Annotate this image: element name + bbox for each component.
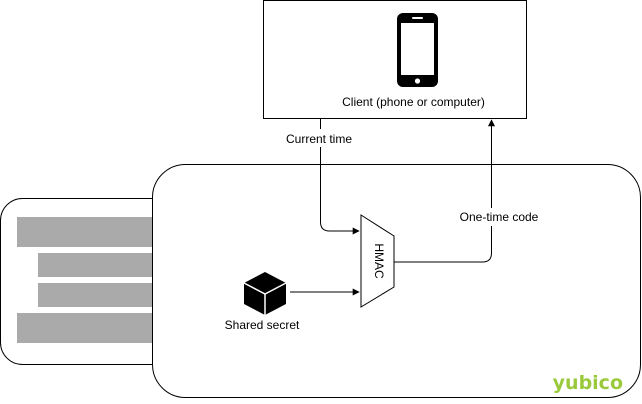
current-time-label-bg [284, 129, 356, 147]
hmac-block: HMAC [360, 214, 395, 308]
client-label: Client (phone or computer) [342, 95, 485, 109]
shared-secret-label: Shared secret [225, 318, 300, 332]
connector-pad [38, 253, 153, 277]
usb-connector [0, 198, 201, 365]
one-time-code-label-bg [457, 208, 543, 226]
shared-secret: Shared secret [225, 272, 300, 332]
one-time-code-label: One-time code [460, 210, 539, 224]
yubico-logo: yubico [553, 372, 623, 394]
client-frame [263, 0, 527, 119]
hmac-label: HMAC [372, 243, 386, 279]
client-box: Client (phone or computer) [263, 0, 527, 119]
cube-icon [243, 272, 287, 315]
smartphone-icon [397, 13, 438, 87]
hmac-trapezoid [360, 214, 395, 308]
connector-pad [38, 283, 153, 307]
connector-pad [17, 313, 153, 343]
current-time-label: Current time [286, 132, 352, 146]
security-key-body [152, 164, 641, 398]
current-time-arrow [320, 119, 360, 235]
one-time-code-arrow [394, 119, 495, 263]
connector-pad [17, 217, 153, 247]
